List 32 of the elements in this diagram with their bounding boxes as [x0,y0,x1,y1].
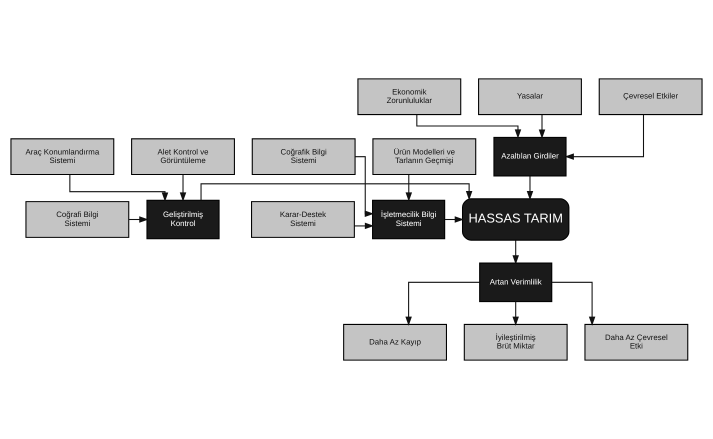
node-box: Ekonomik Zorunluluklar [357,78,462,116]
arrow [564,114,644,160]
arrow [200,183,472,200]
arrow [526,176,534,200]
node-box: Geliştirilmiş Kontrol [146,200,220,240]
arrow [128,216,149,223]
node-box: Yasalar [478,78,582,116]
arrow [405,282,480,326]
node-box: Coğrafik Bilgi Sistemi [252,138,356,176]
arrow [180,174,186,202]
node-box: Azaltılan Girdiler [493,136,567,176]
arrow [406,174,412,202]
node-box: Ürün Modelleri ve Tarlanın Geçmişi [372,138,476,176]
node-box: Daha Az Çevresel Etki [584,324,688,361]
arrow [538,114,546,139]
node-box: Coğrafi Bilgi Sistemi [25,201,130,238]
arrow [512,302,519,326]
node-box: HASSAS TARIM [462,198,570,241]
arrow [354,222,374,230]
node-box: Çevresel Etkiler [598,78,703,116]
arrow [552,282,596,326]
arrow [512,240,519,265]
node-box: Artan Verimlilik [479,262,552,302]
node-box: Araç Konumlandırma Sistemi [10,138,114,176]
arrow [444,216,464,223]
node-box: Karar-Destek Sistemi [251,201,355,238]
node-box: Daha Az Kayıp [343,324,447,361]
node-box: İyileştirilmiş Brüt Miktar [464,324,568,361]
node-box: Alet Kontrol ve Görüntüleme [131,138,235,176]
arrow [69,174,168,202]
node-box: İşletmecilik Bilgi Sistemi [372,200,446,240]
arrow [355,156,374,218]
